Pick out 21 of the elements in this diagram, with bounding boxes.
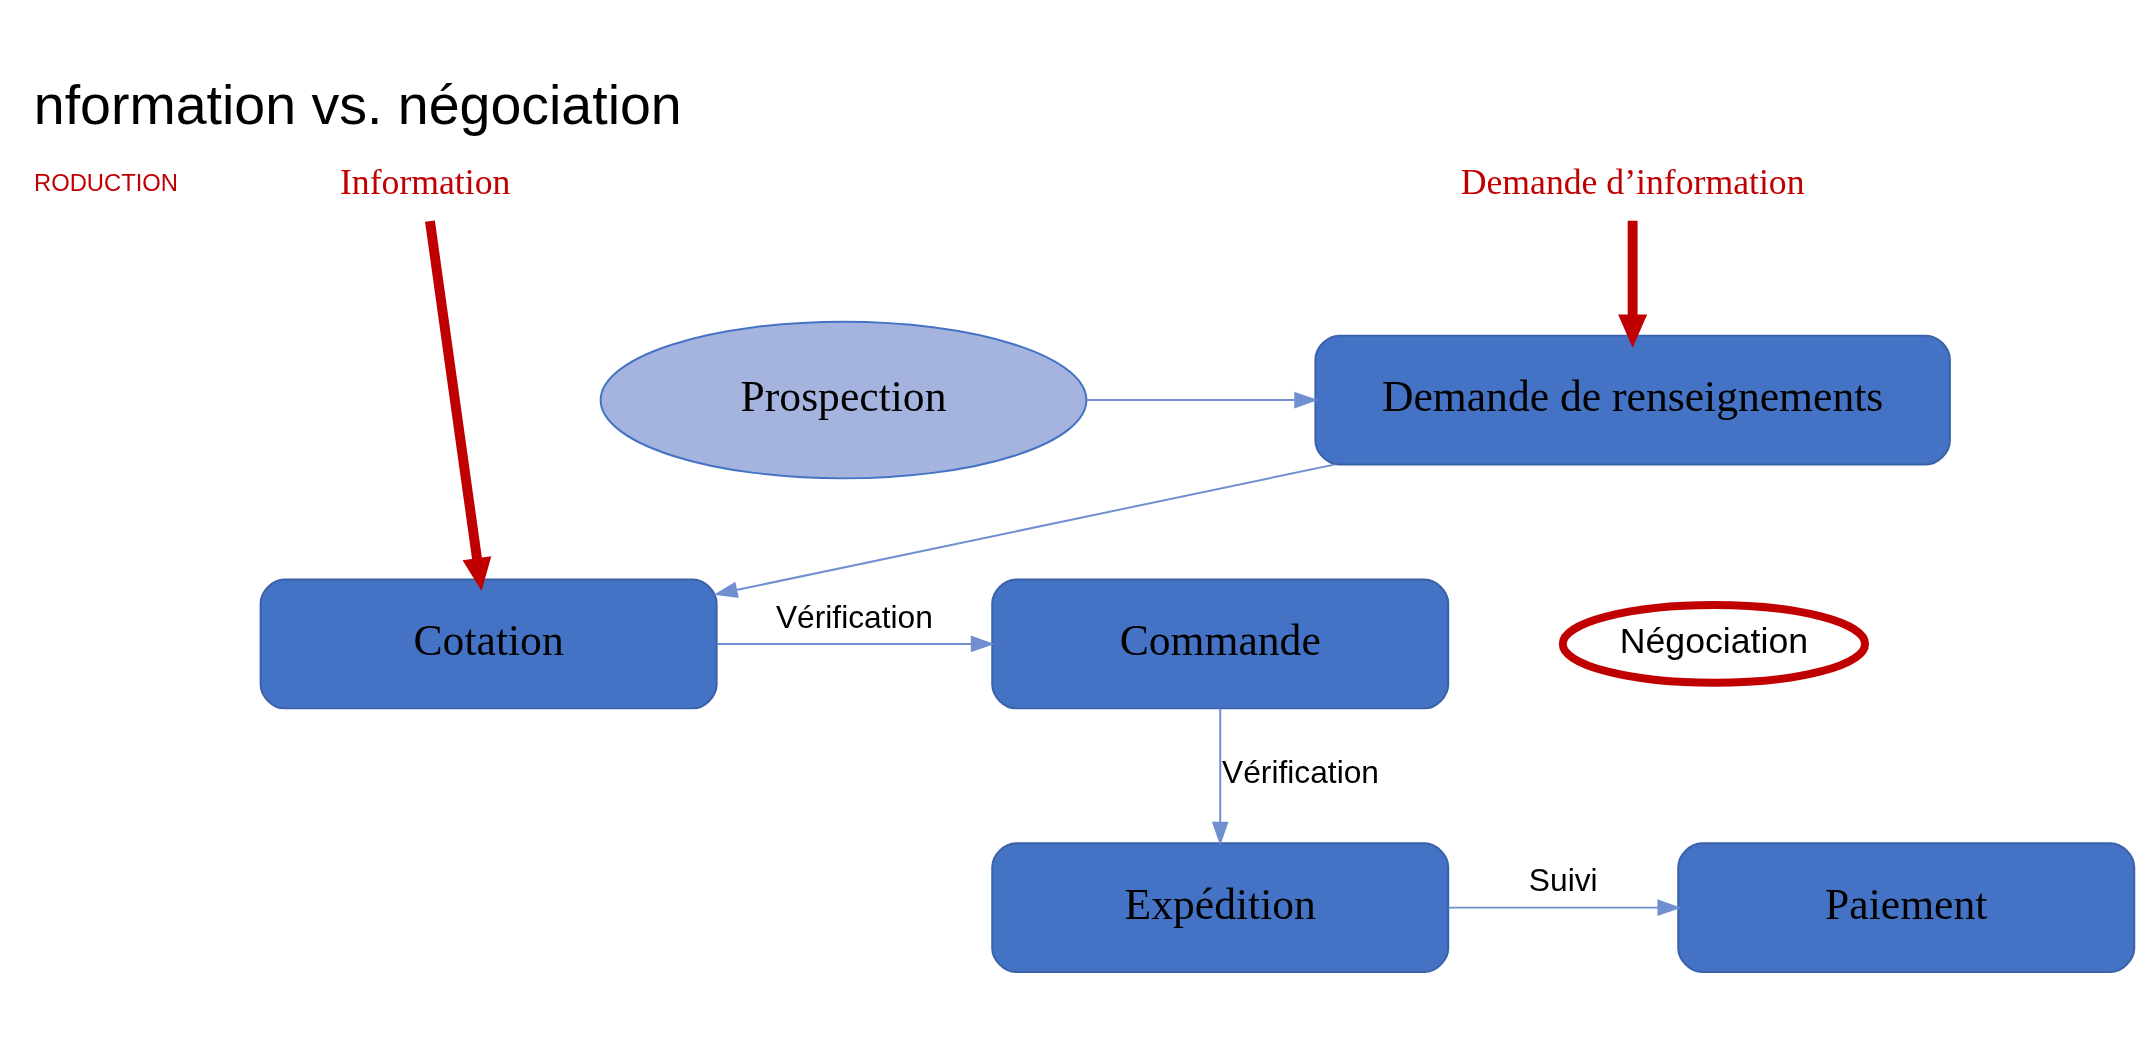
arrow xyxy=(713,463,1336,598)
arrow xyxy=(716,635,995,653)
node-ellipse: Prospection xyxy=(599,320,1088,480)
arrow xyxy=(1086,391,1319,409)
node-box: Demande de renseignements xyxy=(1314,334,1951,466)
edge-label: Vérification xyxy=(775,598,933,635)
node-box: Cotation xyxy=(259,578,718,710)
node-text: Information xyxy=(339,161,511,202)
diagram-title: nformation vs. négociation xyxy=(33,74,682,137)
arrow xyxy=(425,220,492,592)
label: RODUCTION xyxy=(33,169,178,197)
edge-label: Vérification xyxy=(1222,754,1379,791)
node-ellipse: Négociation xyxy=(1558,601,1870,687)
edge-label: Suivi xyxy=(1528,862,1598,899)
node-text: Demande d’information xyxy=(1460,161,1805,202)
node-box: Expédition xyxy=(991,842,1450,974)
arrow xyxy=(1618,220,1648,348)
node-box: Paiement xyxy=(1677,842,2136,974)
arrow xyxy=(1211,707,1229,846)
node-box: Commande xyxy=(991,578,1450,710)
arrow xyxy=(1447,899,1682,916)
